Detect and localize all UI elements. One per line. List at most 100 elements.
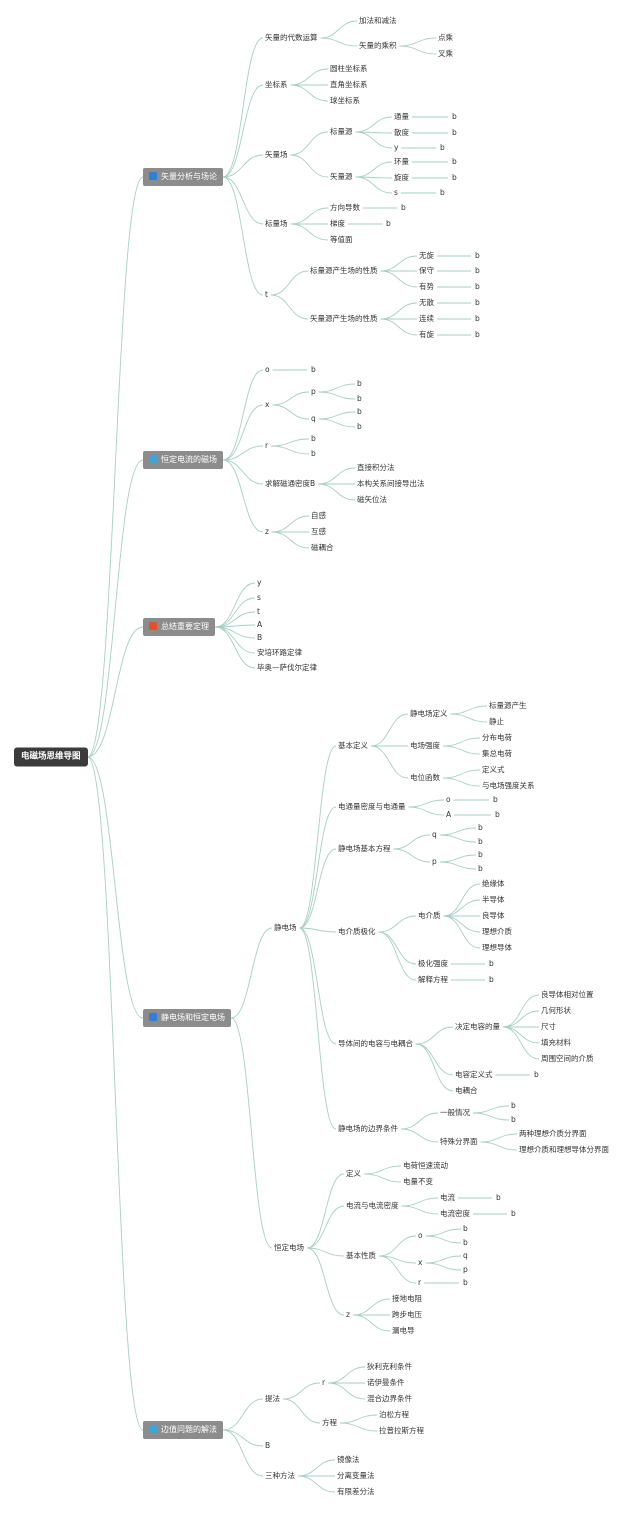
topic-node[interactable]: 边值问题的解法 [143, 1421, 223, 1439]
node-label: y [394, 143, 399, 152]
topic-label: 恒定电流的磁场 [161, 455, 217, 464]
node-label: b [357, 379, 362, 388]
connector [271, 531, 310, 549]
connector [400, 1112, 439, 1130]
connector [318, 418, 356, 428]
connector [272, 391, 310, 406]
node-label: 理想介质 [482, 927, 512, 936]
connector [318, 483, 356, 501]
node-label: b [511, 1115, 516, 1124]
connector [380, 318, 418, 336]
node-label: 混合边界条件 [367, 1394, 412, 1403]
connector [370, 745, 409, 779]
node-label: r [322, 1378, 326, 1387]
connector [399, 37, 437, 47]
leaf-b-label: b [452, 112, 457, 121]
topic-label: 边值问题的解法 [161, 1425, 217, 1434]
node-label: 基本定义 [338, 741, 368, 750]
node-label: 静电场基本方程 [338, 844, 391, 853]
topic-node[interactable]: 静电场和恒定电场 [143, 1009, 231, 1027]
topic-node[interactable]: 总结重要定理 [143, 618, 215, 636]
connector [425, 1255, 462, 1264]
connector [299, 848, 337, 929]
node-label: 镜像法 [337, 1455, 360, 1464]
leaf-b-label: b [495, 810, 500, 819]
connector [320, 37, 358, 47]
connector [270, 294, 309, 320]
connector [306, 1247, 345, 1257]
node-label: 基本性质 [346, 1251, 376, 1260]
node-label: b [511, 1101, 516, 1110]
node-label: 良导体 [482, 911, 505, 920]
node-label: 无旋 [419, 251, 434, 260]
connector [380, 302, 418, 320]
node-label: 静电场的边界条件 [338, 1124, 398, 1133]
leaf-b-label: b [475, 282, 480, 291]
node-label: 静电场 [274, 923, 297, 932]
node-label: 集总电荷 [482, 749, 512, 758]
connector [355, 131, 393, 149]
node-label: 导体间的电容与电耦合 [338, 1039, 413, 1048]
connector [393, 848, 431, 863]
node-label: 无散 [419, 298, 434, 307]
connector [415, 1043, 454, 1076]
node-label: 接地电阻 [392, 1294, 422, 1303]
node-label: r [265, 441, 269, 450]
connector [443, 883, 481, 917]
node-label: 理想介质和理想导体分界面 [519, 1145, 609, 1154]
node-label: 标量场 [265, 219, 288, 228]
node-label: 提法 [265, 1394, 280, 1403]
node-label: B [257, 633, 263, 642]
blue-square-icon [149, 172, 157, 180]
connector [299, 927, 337, 1045]
connector [230, 927, 273, 1019]
connector [352, 1298, 391, 1316]
leaf-b-label: b [463, 1278, 468, 1287]
connector [378, 1235, 417, 1257]
node-label: x [418, 1258, 423, 1267]
node-label: 恒定电场 [274, 1243, 304, 1252]
topic-node[interactable]: 恒定电流的磁场 [143, 451, 223, 469]
node-label: q [311, 414, 316, 423]
node-label: 毕奥—萨伐尔定律 [257, 663, 317, 672]
connector [502, 1010, 540, 1028]
connector [282, 1398, 321, 1424]
node-label: 两种理想介质分界面 [519, 1129, 587, 1138]
node-label: 电位函数 [410, 773, 440, 782]
connector [400, 1128, 439, 1143]
connector [399, 45, 437, 55]
connector [480, 1133, 518, 1143]
node-label: 绝缘体 [482, 879, 505, 888]
connector [214, 626, 256, 654]
connector [214, 582, 256, 628]
connector [297, 1475, 336, 1493]
connector [87, 459, 144, 758]
leaf-b-label: b [475, 298, 480, 307]
leaf-b-label: b [452, 128, 457, 137]
node-label: b [357, 407, 362, 416]
connector [299, 927, 337, 1130]
connector [222, 154, 264, 178]
connector [222, 1429, 264, 1477]
leaf-b-label: b [452, 173, 457, 182]
node-label: s [257, 593, 261, 602]
node-label: 电场强度 [410, 741, 440, 750]
node-label: 环量 [394, 157, 409, 166]
node-label: B [265, 1441, 271, 1450]
connector [318, 411, 356, 420]
node-label: 狄利克利条件 [367, 1362, 412, 1371]
root-node[interactable]: 电磁场思维导图 [14, 747, 88, 767]
node-label: 自感 [311, 511, 326, 520]
connector [272, 404, 310, 420]
leaf-b-label: b [386, 219, 391, 228]
node-label: 一般情况 [440, 1108, 470, 1117]
connector [408, 806, 445, 816]
connector [328, 1366, 366, 1384]
node-label: 定义 [346, 1169, 361, 1178]
connector [480, 1141, 518, 1151]
connector [222, 369, 264, 461]
connector [297, 1459, 336, 1477]
node-label: 叉乘 [438, 49, 453, 58]
topic-node[interactable]: 矢量分析与场论 [143, 168, 223, 186]
